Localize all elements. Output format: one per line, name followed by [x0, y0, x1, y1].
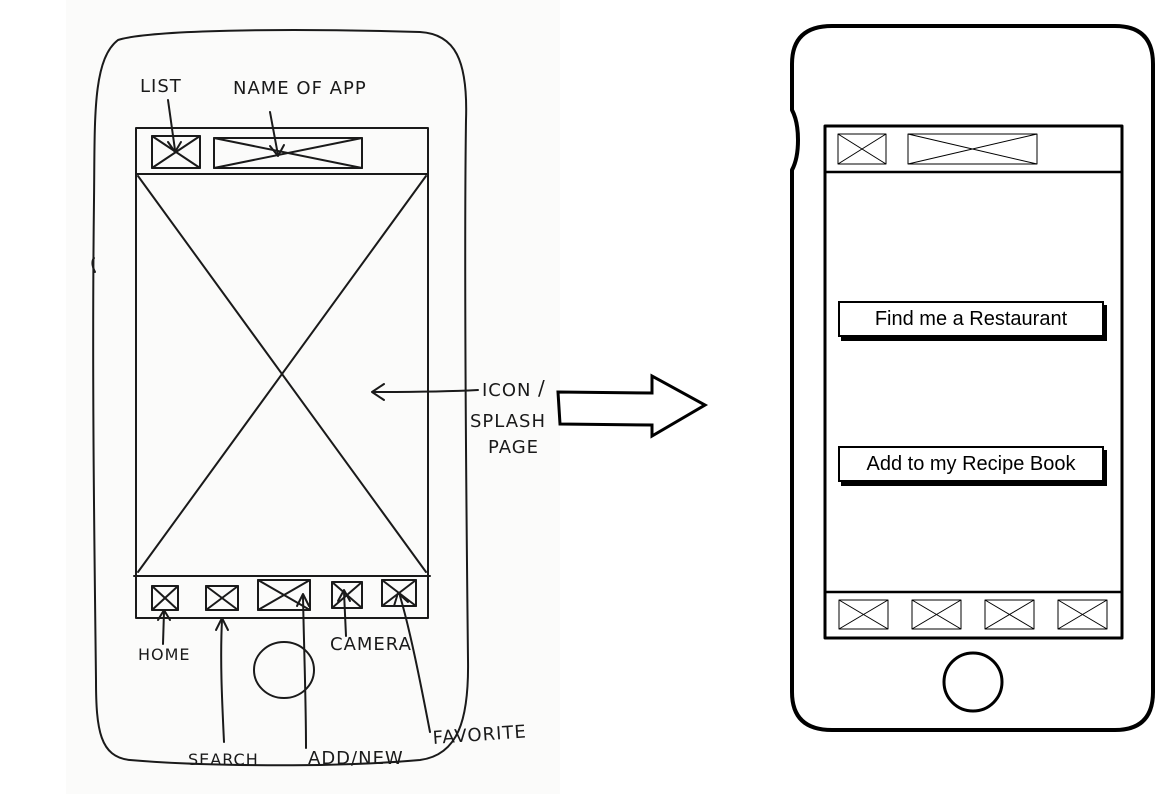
wireframe-phone-outline — [790, 24, 1155, 732]
add-recipe-button[interactable]: Add to my Recipe Book — [838, 446, 1104, 482]
wireframe-tab-icon-2 — [911, 599, 962, 630]
label-page: PAGE — [488, 437, 540, 458]
sketch-search-icon — [205, 585, 239, 611]
transition-arrow-icon — [556, 373, 709, 439]
wireframe-home-button — [942, 651, 1004, 713]
label-add-new: ADD/NEW — [308, 748, 404, 769]
label-name-of-app: NAME OF APP — [233, 78, 367, 99]
label-list: LIST — [140, 76, 182, 97]
sketch-app-name-box — [213, 137, 363, 169]
label-slash: / — [538, 376, 546, 400]
sketch-add-icon — [257, 579, 311, 611]
wireframe-tab-icon-3 — [984, 599, 1035, 630]
label-icon: ICON — [482, 380, 532, 401]
sketch-list-box — [151, 135, 201, 169]
wireframe-tab-icon-1 — [838, 599, 889, 630]
sketch-home-button — [253, 641, 315, 699]
label-camera: CAMERA — [330, 634, 412, 655]
sketch-phone-outline — [92, 29, 470, 767]
wireframe-title-placeholder — [907, 133, 1038, 165]
find-restaurant-button[interactable]: Find me a Restaurant — [838, 301, 1104, 337]
sketch-screen — [135, 127, 429, 619]
wireframe-screen — [823, 124, 1124, 640]
label-search: SEARCH — [188, 750, 259, 769]
sketch-camera-icon — [331, 581, 363, 609]
label-home: HOME — [138, 645, 191, 664]
wireframe-menu-placeholder — [837, 133, 887, 165]
sketch-favorite-icon — [381, 579, 417, 607]
wireframe-tab-icon-4 — [1057, 599, 1108, 630]
label-splash: SPLASH — [470, 411, 546, 432]
